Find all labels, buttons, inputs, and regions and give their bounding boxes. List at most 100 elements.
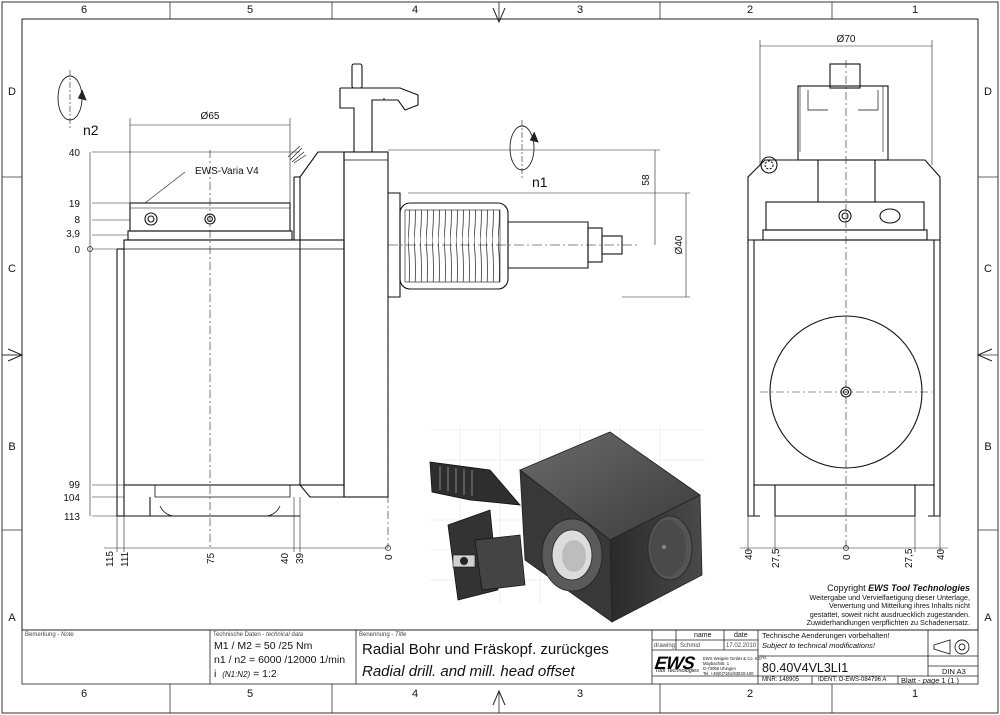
dim-h-19: 19 (69, 199, 81, 210)
col-label-5-bottom: 5 (247, 688, 253, 700)
company-line: Maybachstr. 1 (703, 661, 730, 666)
dim-w-39: 39 (295, 552, 306, 564)
col-label-2-bottom: 2 (747, 688, 753, 700)
page-label-en: page (922, 676, 940, 685)
copyright-brand: EWS Tool Technologies (868, 583, 970, 593)
isometric-render (429, 425, 705, 623)
drawing-title-en: Radial drill. and mill. head offset (362, 663, 575, 680)
title-label: Benennung - Title (359, 632, 407, 638)
col-label-3-bottom: 3 (577, 688, 583, 700)
title-label-en: Title (395, 632, 407, 638)
label-n2: n2 (83, 122, 99, 138)
logo-subtitle: Tool Technologies (655, 668, 699, 674)
dim-w-111: 111 (120, 551, 131, 567)
mnr-number: MNR: 148905 (762, 677, 800, 683)
col-label-6: 6 (81, 4, 87, 16)
part-number: 80.40V4VL3LI1 (762, 661, 849, 675)
ident-number: IDENT: O-EWS-084796 A (818, 677, 887, 683)
label-ews-varia: EWS-Varia V4 (195, 166, 259, 177)
dim-w-0: 0 (384, 554, 395, 560)
row-label-C-right: C (984, 263, 992, 275)
dim-h-40: 40 (69, 148, 81, 159)
dim-w-40: 40 (280, 552, 291, 564)
ratio-value: = 1:2 (253, 668, 277, 680)
side-dimension-lines (740, 40, 948, 552)
dim-d70: Ø70 (837, 34, 856, 45)
dim-w-115: 115 (105, 551, 116, 567)
col-label-5: 5 (247, 4, 253, 16)
ews-logo: EWS Tool Technologies (654, 653, 701, 674)
page-label-de: Blatt - (901, 676, 921, 685)
dim-h-8: 8 (74, 215, 80, 226)
note-label-en: Note (61, 632, 74, 638)
drawing-title-de: Radial Bohr und Fräskopf. zurückges (362, 641, 609, 658)
number-label: Nr. (761, 655, 768, 661)
col-label-4-bottom: 4 (412, 688, 418, 700)
side-w-40-left: 40 (744, 548, 755, 560)
side-dimension-texts: Ø70 40 27,5 0 27,5 40 (744, 34, 947, 568)
modification-note-de: Technische Aenderungen vorbehalten! (762, 631, 890, 640)
col-label-1-bottom: 1 (912, 688, 918, 700)
dim-h-113: 113 (64, 512, 80, 523)
rotation-symbol-n1 (509, 120, 539, 178)
copyright-notice: Copyright EWS Tool Technologies Weiterga… (790, 584, 970, 628)
col-label-4: 4 (412, 4, 418, 16)
name-header: name (694, 632, 712, 639)
copyright-line: Zuwiderhandlungen verpflichten zu Schade… (806, 618, 970, 628)
drawing-row-date: 17.02.2010 (726, 643, 757, 649)
col-label-1: 1 (912, 4, 918, 16)
front-view (116, 63, 640, 517)
col-label-3: 3 (577, 4, 583, 16)
company-line: EWS Weigele GmbH & Co. KG (703, 656, 761, 661)
company-line: D-73066 Uhingen (703, 666, 736, 671)
dim-h-104: 104 (63, 493, 80, 504)
side-w-0: 0 (842, 554, 853, 560)
copyright-line: Verwertung und Mitteilung ihres Inhalts … (828, 601, 970, 611)
company-line: Tel. +49(0)7161/93040-100 (703, 671, 754, 676)
tech-line-torque: M1 / M2 = 50 /25 Nm (214, 640, 313, 652)
page-info: Blatt - page 1 (1 ) (901, 677, 959, 685)
row-label-C: C (8, 263, 16, 275)
copyright-prefix: Copyright (827, 583, 866, 593)
tech-line-speed: n1 / n2 = 6000 /12000 1/min (214, 654, 346, 666)
side-view (747, 63, 941, 517)
title-block-lines (209, 630, 978, 684)
page-value: 1 (1 ) (941, 676, 959, 685)
dim-d65: Ø65 (201, 111, 220, 122)
tech-data-label: Technische Daten - technical data (213, 632, 304, 638)
tech-label-de: Technische Daten (213, 632, 261, 638)
modification-note-en: Subject to technical modifications! (762, 641, 875, 650)
row-label-D: D (8, 86, 16, 98)
note-label: Bemerkung - Note (25, 632, 74, 638)
label-n1: n1 (532, 174, 548, 190)
ratio-note: (N1:N2) (222, 670, 251, 679)
row-label-A-right: A (984, 612, 992, 624)
dim-d40: Ø40 (674, 235, 685, 254)
note-label-de: Bemerkung (25, 632, 56, 638)
copyright-heading: Copyright EWS Tool Technologies (790, 584, 970, 593)
side-w-40-right: 40 (936, 548, 947, 560)
paper-format: DIN A3 (942, 667, 966, 676)
tech-line-ratio: i (N1:N2) = 1:2 (214, 669, 277, 680)
dim-w-75: 75 (206, 552, 217, 564)
front-dimension-texts: Ø65 40 19 8 3,9 0 99 104 113 EWS-Varia V… (63, 111, 685, 567)
side-center-lines (760, 60, 932, 548)
date-header: date (734, 632, 748, 639)
tech-label-en: technical data (266, 632, 304, 638)
company-address: EWS Weigele GmbH & Co. KG Maybachstr. 1 … (703, 656, 761, 676)
side-w-27-right: 27,5 (904, 548, 915, 568)
drawing-row-name: Schmid (680, 643, 701, 649)
dim-h-3-9: 3,9 (66, 229, 80, 240)
copyright-line: Weitergabe und Vervielfaetigung dieser U… (809, 592, 971, 602)
row-label-D-right: D (984, 86, 992, 98)
rotation-symbol-n2 (57, 70, 87, 128)
col-label-6-bottom: 6 (81, 688, 87, 700)
col-label-2: 2 (747, 4, 753, 16)
projection-symbol (933, 639, 970, 655)
dim-h-99: 99 (69, 480, 81, 491)
row-label-B: B (8, 441, 15, 453)
front-dimension-lines (89, 118, 690, 552)
copyright-line: gestattet, soweit nicht ausdruecklich zu… (809, 609, 970, 619)
